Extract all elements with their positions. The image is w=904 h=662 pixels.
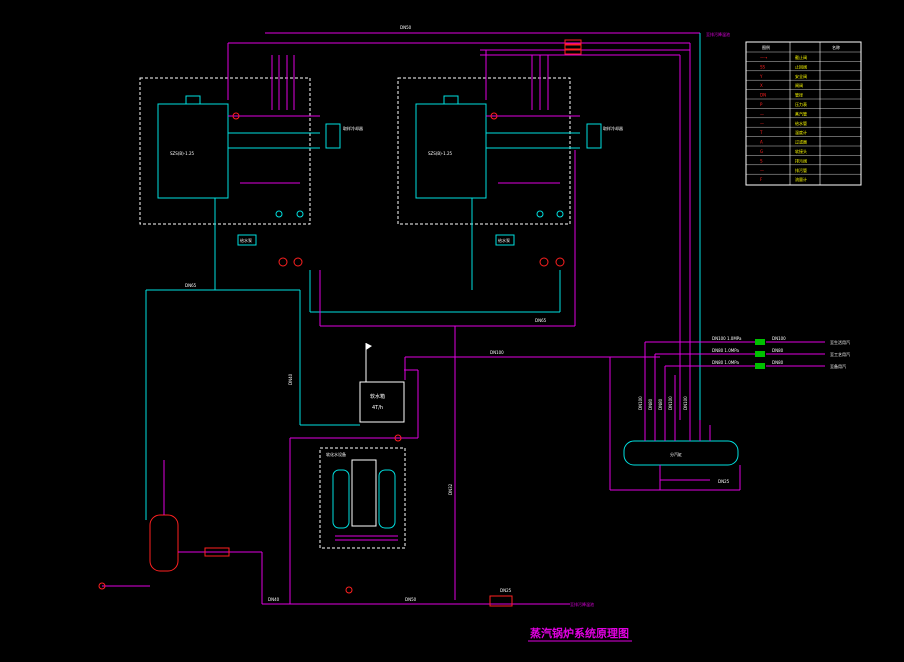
boiler-1-room: [139, 77, 311, 225]
legend-name: 给水管: [795, 120, 807, 126]
legend-symbol: S: [760, 158, 763, 163]
legend-symbol: —: [760, 111, 764, 116]
drain-main-label: DN50: [405, 597, 417, 602]
boiler-2-room: [397, 77, 571, 225]
legend-symbol: SS: [760, 64, 766, 69]
drain-tank[interactable]: [98, 460, 263, 604]
legend-symbol: G: [760, 149, 763, 154]
header-branch-3: DN80: [658, 398, 663, 410]
legend-name: 流量计: [795, 176, 807, 182]
tank-label-2: 4T/h: [372, 405, 383, 411]
legend-symbol: —: [760, 168, 764, 173]
boiler-2[interactable]: SZS(B)-1.25 给水泵 取样冷却器: [397, 50, 623, 290]
legend-name: 软接头: [795, 148, 807, 154]
steam-header[interactable]: 分汽缸 DN25 DN100 DN80 DN80 DN100 DN100 DN1…: [609, 336, 850, 491]
bottom-left-label: DN40: [268, 597, 280, 602]
boiler-1-label: SZS(B)-1.25: [170, 151, 194, 156]
legend-symbol: Y: [759, 74, 763, 79]
legend-name: 压力表: [795, 101, 807, 107]
legend-symbol: A: [760, 140, 763, 145]
legend-symbol: P: [760, 102, 763, 107]
legend-symbol: —→: [760, 55, 768, 60]
legend-symbol: X: [760, 83, 763, 88]
outlet-1-pipe: DN100 1.0MPa: [712, 336, 742, 341]
outlet-2-tag: DN80: [772, 348, 784, 353]
top-steam-main: DN50 至排污降温池: [228, 25, 730, 420]
legend-name: 管径: [795, 92, 803, 98]
blowdown-main-label: DN65: [185, 283, 197, 288]
outlet-1-tag: DN100: [772, 336, 786, 341]
boiler-2-label: SZS(B)-1.25: [428, 151, 452, 156]
legend-header-symbol: 图例: [762, 44, 770, 50]
legend-symbol: DN: [760, 93, 766, 98]
feed-pump-2-label: 给水泵: [498, 237, 510, 243]
legend-name: 止回阀: [795, 63, 807, 69]
outlet-3-pipe: DN80 1.0MPa: [712, 360, 739, 365]
boiler-1[interactable]: SZS(B)-1.25 给水泵 取样冷却器: [139, 43, 363, 290]
bottom-right-label: DN25: [500, 588, 512, 593]
to-drain-bottom-label: 至排污降温池: [570, 601, 594, 607]
legend-header-name: 名称: [832, 44, 840, 50]
legend-name: 安全阀: [795, 73, 807, 79]
legend-symbol: —: [760, 121, 764, 126]
header-branch-2: DN80: [648, 398, 653, 410]
legend-symbol: T: [759, 130, 763, 135]
legend-name: 蒸汽管: [795, 110, 807, 116]
vertical-left-label: DN40: [288, 373, 293, 385]
legend-name: 过滤器: [795, 139, 807, 145]
legend-name: 排污管: [795, 167, 807, 173]
vertical-center-label: DN32: [448, 483, 453, 495]
header-branch-1: DN100: [638, 396, 643, 410]
tank-label-1: 软水箱: [370, 393, 385, 400]
drawing-title: 蒸汽锅炉系统原理图: [530, 626, 629, 640]
water-softener[interactable]: 软化水设备: [289, 438, 406, 604]
legend-name: 截止阀: [795, 54, 807, 60]
feed-pump-1-label: 给水泵: [240, 237, 252, 243]
legend-name: 闸阀: [795, 82, 803, 88]
header-branch-4: DN100: [668, 396, 673, 410]
bottom-drain: DN50 DN25 DN40 至排污降温池: [262, 588, 594, 607]
interconnect-pipes: DN65 DN65 DN100 DN40 DN32: [145, 150, 660, 600]
outlet-2-dest: 至工艺用汽: [830, 351, 850, 357]
sample-cooler-1-label: 取样冷却器: [343, 125, 363, 131]
outlet-3-tag: DN80: [772, 360, 784, 365]
legend-name: 排污阀: [795, 157, 807, 163]
header-drain-label: DN25: [718, 479, 730, 484]
softener-label: 软化水设备: [326, 451, 346, 457]
legend-table: 图例 名称 —→ 截止阀 SS 止回阀 Y 安全阀 X 闸阀 DN 管径 P 压力表 — 蒸汽管 — 给水管 T…: [745, 41, 862, 186]
soft-water-tank[interactable]: 软水箱 4T/h: [290, 343, 419, 442]
outlet-1-dest: 至生活用汽: [830, 339, 850, 345]
to-drain-top-label: 至排污降温池: [706, 31, 730, 37]
feedwater-main-label: DN65: [535, 318, 547, 323]
top-main-pipe-label: DN50: [400, 25, 412, 30]
sample-cooler-2-label: 取样冷却器: [603, 125, 623, 131]
outlet-2-pipe: DN80 1.0MPa: [712, 348, 739, 353]
header-inlet-label: DN100: [490, 350, 504, 355]
legend-name: 温度计: [795, 129, 807, 135]
header-label: 分汽缸: [670, 451, 682, 457]
legend-symbol: F: [760, 177, 763, 182]
header-branch-5: DN100: [683, 396, 688, 410]
outlet-3-dest: 至备用汽: [830, 363, 846, 369]
